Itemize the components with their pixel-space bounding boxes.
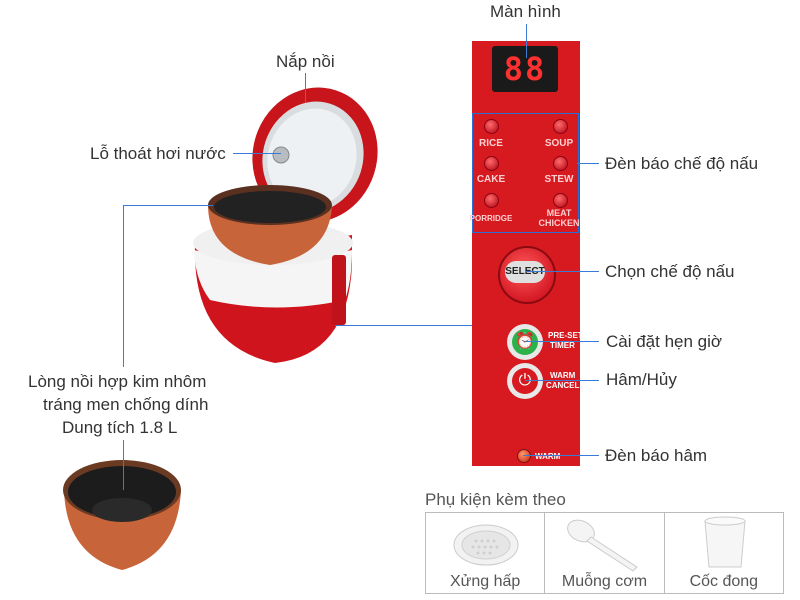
- rice-paddle-icon: [567, 519, 639, 572]
- accessory-spoon-label: Muỗng cơm: [561, 573, 648, 590]
- pointer-screen: [526, 24, 527, 58]
- pointer-inner-pot-h: [123, 205, 213, 206]
- cancel-label-warm: WARM: [550, 371, 576, 380]
- label-inner-pot-line2: tráng men chống dính: [43, 395, 209, 414]
- accessory-spoon: Muỗng cơm: [545, 513, 665, 593]
- led-rice: [484, 119, 499, 134]
- pointer-warm-cancel: [525, 380, 599, 381]
- warm-indicator-led: [517, 449, 531, 463]
- power-icon: ⏻: [512, 368, 538, 394]
- pointer-inner-pot-down: [123, 440, 124, 490]
- led-meat-chicken: [553, 193, 568, 208]
- mode-label-soup: SOUP: [544, 138, 574, 149]
- accessory-steamer-label: Xửng hấp: [450, 573, 521, 590]
- pointer-warm-light: [523, 455, 599, 456]
- timer-label-timer: TIMER: [550, 341, 575, 350]
- label-timer: Cài đặt hẹn giờ: [606, 332, 723, 351]
- digital-display: [492, 46, 558, 92]
- rice-cooker-image: [193, 87, 378, 363]
- led-soup: [553, 119, 568, 134]
- label-warm-light: Đèn báo hâm: [605, 446, 708, 465]
- led-stew: [553, 156, 568, 171]
- label-screen: Màn hình: [490, 2, 561, 21]
- led-porridge: [484, 193, 499, 208]
- select-button-label: SELECT: [505, 261, 545, 283]
- steamer-tray-icon: [453, 524, 519, 566]
- mode-label-porridge: PORRIDGE: [469, 214, 513, 223]
- timer-label-preset: PRE-SET: [548, 331, 583, 340]
- led-cake: [484, 156, 499, 171]
- cancel-label-cancel: CANCEL: [546, 381, 580, 390]
- accessories-grid: Xửng hấp Muỗng cơm Cốc đong: [425, 512, 784, 594]
- label-lid: Nắp nồi: [276, 52, 335, 71]
- pointer-timer: [525, 341, 599, 342]
- mode-lights-highlight: [472, 113, 579, 233]
- accessory-cup: Cốc đong: [665, 513, 783, 593]
- measuring-cup-icon: [704, 516, 746, 568]
- display-value: 88: [503, 50, 547, 88]
- label-inner-pot-line3: Dung tích 1.8 L: [62, 418, 178, 437]
- mode-label-cake: CAKE: [476, 174, 506, 185]
- pointer-steam-vent: [233, 153, 281, 154]
- pointer-lid: [305, 73, 306, 103]
- pointer-inner-pot-v: [123, 205, 124, 367]
- label-warm-cancel: Hâm/Hủy: [606, 370, 677, 389]
- warm-indicator-label: WARM: [535, 452, 561, 461]
- label-steam-vent: Lỗ thoát hơi nước: [90, 144, 226, 163]
- label-mode-lights: Đèn báo chế độ nấu: [605, 154, 759, 173]
- accessories-title: Phụ kiện kèm theo: [425, 490, 566, 509]
- accessory-cup-label: Cốc đong: [689, 573, 759, 590]
- mode-label-stew: STEW: [544, 174, 574, 185]
- accessory-steamer: Xửng hấp: [426, 513, 546, 593]
- steam-vent: [272, 146, 290, 164]
- label-select-mode: Chọn chế độ nấu: [605, 262, 735, 281]
- pointer-select: [525, 271, 599, 272]
- label-inner-pot-line1: Lòng nồi hợp kim nhôm: [28, 372, 207, 391]
- alarm-clock-icon: ⏰: [512, 329, 538, 355]
- mode-label-meat-chicken: MEAT CHICKEN: [538, 208, 580, 228]
- pointer-mode-lights: [577, 163, 599, 164]
- mode-label-rice: RICE: [479, 138, 503, 149]
- cooker-inner-pot: [208, 185, 332, 265]
- inner-pot-image: [63, 460, 181, 570]
- pointer-body-to-panel: [335, 325, 472, 326]
